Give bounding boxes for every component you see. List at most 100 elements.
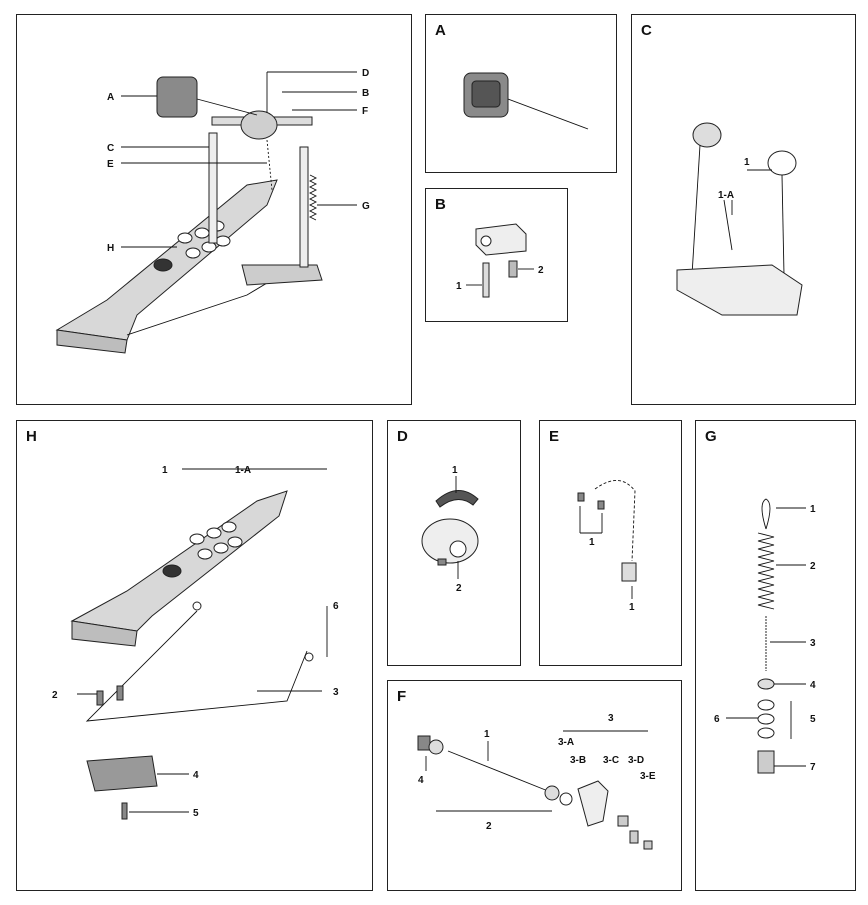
hinge-3b	[577, 780, 609, 827]
cam-drawing: 1 2	[421, 465, 479, 594]
screw-5	[121, 802, 128, 820]
panel-b: B 1 2	[425, 188, 568, 322]
heel-plate	[71, 620, 138, 647]
label-c1: 1	[744, 157, 750, 168]
bolt-3e	[643, 840, 653, 850]
panel-g-title: G	[705, 428, 717, 445]
washer-5c	[757, 727, 775, 739]
washer-5b	[757, 713, 775, 725]
label-g6: 6	[714, 714, 720, 725]
label-f3d: 3-D	[628, 755, 644, 766]
set-screw-2	[508, 260, 518, 278]
spring-hook-1	[761, 498, 771, 530]
cam-block-drawing: 1 2	[456, 223, 544, 298]
cam	[240, 110, 278, 140]
label-d1: 1	[452, 465, 458, 476]
nut-3d	[629, 830, 639, 844]
label-f3c: 3-C	[603, 755, 619, 766]
axle-drawing: 1 2 3 3-A 3-B 3-C 3-D 3-E 4	[417, 713, 656, 850]
panel-c: C 1 1-A	[631, 14, 856, 405]
panel-a: A	[425, 14, 617, 173]
knob-3c	[617, 815, 629, 827]
main-label-g: G	[362, 201, 370, 212]
screw-2b	[116, 685, 124, 701]
frame-drawing: 1 1-A	[676, 122, 803, 316]
footboard-logo	[153, 258, 173, 272]
label-g3: 3	[810, 638, 816, 649]
bearing-2a	[428, 739, 444, 755]
panel-a-title: A	[435, 22, 446, 39]
label-b2: 2	[538, 265, 544, 276]
washer-6a	[192, 601, 202, 611]
cam-hub	[449, 540, 467, 558]
label-h4: 4	[193, 770, 199, 781]
label-g4: 4	[810, 680, 816, 691]
label-g2: 2	[810, 561, 816, 572]
chain-end	[621, 562, 637, 582]
panel-f-title: F	[397, 688, 407, 705]
label-f3a: 3-A	[558, 737, 574, 748]
cam-block-hole	[480, 235, 492, 247]
label-f4: 4	[418, 775, 424, 786]
axle-1	[447, 750, 549, 792]
heel-plate	[56, 329, 128, 354]
panel-b-title: B	[435, 196, 446, 213]
panel-g: G 1 2 3 4 5 6 7	[695, 420, 856, 891]
screw-b	[597, 500, 605, 510]
base-plate	[676, 264, 803, 316]
panel-d: D 1 2	[387, 420, 521, 666]
main-label-b: B	[362, 88, 369, 99]
main-label-e: E	[107, 159, 114, 170]
left-post	[208, 132, 218, 244]
label-f3b: 3-B	[570, 755, 586, 766]
label-h1: 1	[162, 465, 168, 476]
label-d2: 2	[456, 583, 462, 594]
beater-face	[471, 80, 501, 108]
footboard	[70, 490, 288, 632]
panel-f: F 1 2 3 3-A 3-B 3-C 3-D 3-E 4	[387, 680, 682, 891]
screw-2	[437, 558, 447, 566]
panel-e-title: E	[549, 428, 560, 445]
chain-drawing: 1 1	[577, 480, 637, 613]
link-rod	[85, 610, 308, 722]
beater-rod	[507, 98, 589, 130]
label-h1a: 1-A	[235, 465, 251, 476]
main-label-f: F	[362, 106, 368, 117]
spring-drawing: 1 2 3 4 5 6 7	[714, 498, 816, 774]
right-post	[299, 146, 309, 268]
label-g5: 5	[810, 714, 816, 725]
main-label-a: A	[107, 92, 114, 103]
panel-main-assembly: A D B F C E G H	[16, 14, 412, 405]
label-h3: 3	[333, 687, 339, 698]
label-h6: 6	[333, 601, 339, 612]
base-frame	[241, 264, 323, 286]
main-label-h: H	[107, 243, 114, 254]
label-f1: 1	[484, 729, 490, 740]
panel-c-title: C	[641, 22, 652, 39]
label-b1: 1	[456, 281, 462, 292]
sprocket-cam	[421, 518, 479, 564]
panel-h: H 1 1-A 6 2 3 4 5	[16, 420, 373, 891]
right-post	[781, 174, 785, 276]
panel-d-title: D	[397, 428, 408, 445]
footboard-drawing: 1 1-A 6 2 3 4 5	[52, 465, 339, 820]
bearing-2b	[544, 785, 560, 801]
screw-a	[577, 492, 585, 502]
beater-shaft	[196, 98, 258, 116]
main-label-d: D	[362, 68, 369, 79]
panel-h-title: H	[26, 428, 37, 445]
pin-1	[482, 262, 490, 298]
plate-4	[86, 755, 158, 792]
main-label-c: C	[107, 143, 114, 154]
footboard-logo	[162, 564, 182, 578]
cam-block	[475, 223, 527, 256]
spring-2	[757, 532, 775, 610]
label-h5: 5	[193, 808, 199, 819]
label-f2: 2	[486, 821, 492, 832]
label-f3e: 3-E	[640, 771, 656, 782]
nut-4	[757, 678, 775, 690]
chain	[594, 480, 636, 562]
right-bearing	[767, 150, 797, 176]
washer-5a	[757, 699, 775, 711]
spring	[308, 174, 318, 221]
